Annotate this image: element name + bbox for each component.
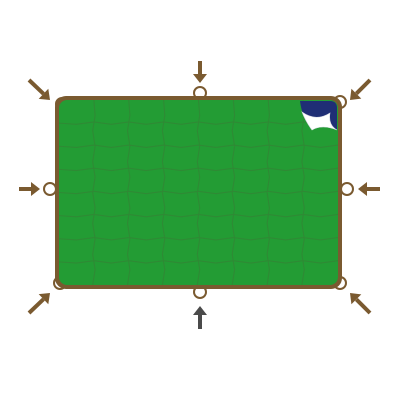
horizontal-seam	[59, 237, 338, 241]
arrow-head	[358, 182, 367, 196]
vertical-seam	[161, 100, 166, 285]
tarp	[55, 96, 342, 289]
vertical-seam	[266, 100, 270, 285]
tarp-surface	[59, 100, 338, 285]
arrow-head	[350, 293, 362, 305]
arrow-shaft	[354, 297, 372, 315]
arrow-top-right-icon	[350, 78, 372, 100]
grommet-left-icon	[43, 182, 57, 196]
horizontal-seam	[59, 190, 338, 195]
arrow-shaft	[354, 78, 372, 96]
arrows-group	[19, 61, 380, 329]
arrow-left-icon	[19, 182, 40, 196]
vertical-seam	[231, 100, 236, 285]
horizontal-seam	[59, 260, 338, 264]
horizontal-seam	[59, 167, 338, 172]
arrow-bottom-right-icon	[350, 293, 372, 315]
arrow-top-left-icon	[27, 78, 50, 100]
arrow-shaft	[27, 78, 45, 96]
arrow-bottom-icon	[193, 306, 207, 329]
arrow-right-icon	[358, 182, 380, 196]
corner-flap	[301, 111, 338, 131]
vertical-seam	[126, 100, 131, 285]
arrow-head	[38, 293, 50, 305]
grommet-right-icon	[340, 182, 354, 196]
horizontal-seam	[59, 144, 338, 148]
tarp-seams	[59, 100, 338, 285]
arrow-shaft	[27, 297, 45, 315]
arrow-top-icon	[193, 61, 207, 83]
arrow-head	[31, 182, 40, 196]
folded-corner-icon	[300, 101, 338, 131]
vertical-seam	[301, 100, 305, 285]
arrow-head	[38, 88, 50, 100]
horizontal-seam	[59, 213, 338, 218]
arrow-head	[193, 306, 207, 315]
arrow-bottom-left-icon	[27, 293, 50, 315]
vertical-seam	[196, 100, 201, 285]
arrow-head	[193, 74, 207, 83]
arrow-head	[350, 88, 362, 100]
horizontal-seam	[59, 121, 338, 125]
vertical-seam	[92, 100, 96, 285]
